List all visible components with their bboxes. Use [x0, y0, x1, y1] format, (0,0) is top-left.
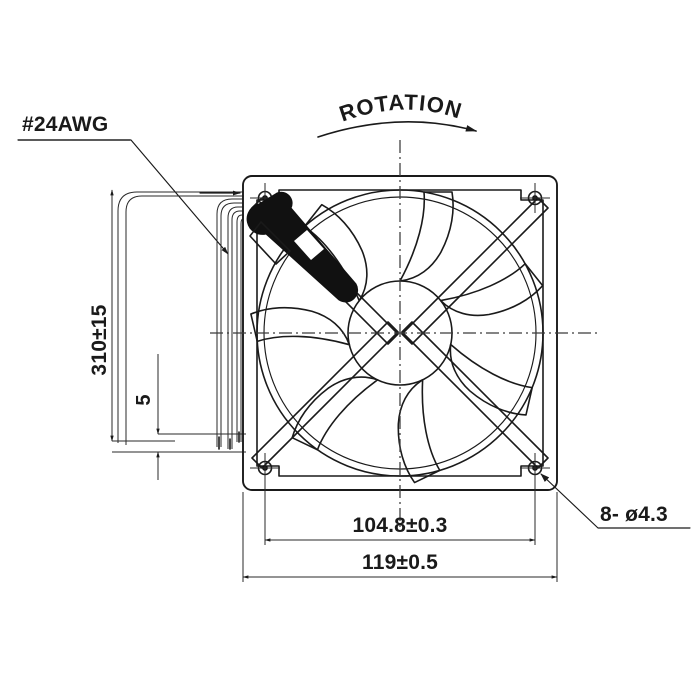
mounting-hole-bottom-right: [520, 453, 550, 483]
awg-leader-line: [17, 139, 229, 255]
lead-wire-bundle: [117, 191, 244, 450]
lead-wire-4: [220, 202, 243, 447]
strut-ne: [401, 197, 549, 345]
lead-wire-7: [236, 214, 243, 442]
hole-pitch-dimension: 104.8±0.3: [264, 478, 536, 545]
lead-length-dimension: 310±15: [88, 189, 175, 442]
cable-connector: [246, 191, 359, 303]
rotation-arc-arrow: [317, 121, 478, 138]
blade-4: [397, 379, 441, 484]
frame-width-dimension: 119±0.5: [242, 492, 558, 582]
rotation-indicator: ROTATION: [317, 90, 478, 138]
lead-length-label: 310±15: [88, 304, 111, 375]
mounting-hole-top-right: [520, 183, 550, 213]
lead-wire-6: [231, 210, 243, 449]
lead-wire-1: [117, 191, 243, 443]
connector-flange: [249, 221, 291, 265]
hole-callout: 8- ø4.3: [540, 473, 691, 529]
frame-width-label: 119±0.5: [362, 551, 438, 574]
hole-crosshair-tr: [520, 183, 550, 213]
lead-wire-3: [216, 198, 243, 447]
hole-callout-label: 8- ø4.3: [600, 503, 668, 526]
blade-1: [399, 191, 454, 282]
lead-stagger-dimension: 5: [112, 354, 246, 480]
rotation-label: ROTATION: [336, 90, 465, 127]
blade-7: [303, 203, 368, 302]
inner-frame-outline: [256, 189, 544, 477]
centerlines: [210, 140, 600, 530]
lead-wire-5: [227, 206, 243, 449]
blade-3: [449, 343, 533, 416]
connector-white-band: [294, 230, 324, 260]
strut-se: [401, 321, 549, 469]
hole-leader-line: [540, 473, 691, 529]
lead-wire-2: [125, 195, 243, 445]
blade-2: [439, 262, 544, 317]
blade-6: [250, 306, 351, 346]
lead-stagger-label: 5: [133, 394, 155, 405]
hole-pitch-label: 104.8±0.3: [352, 514, 447, 537]
awg-label: #24AWG: [22, 113, 108, 136]
blade-5: [291, 376, 379, 451]
impeller-blades: [250, 191, 544, 484]
awg-callout: #24AWG: [17, 113, 229, 255]
